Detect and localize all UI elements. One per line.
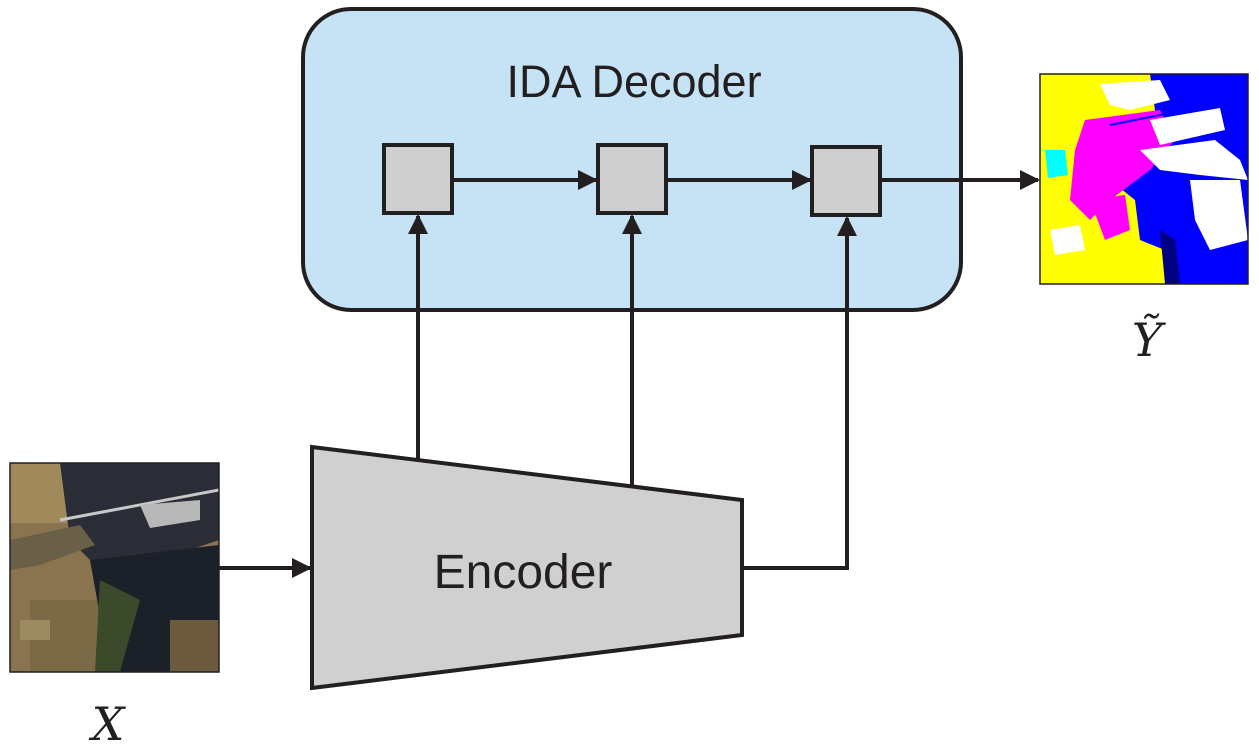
decoder-node-1 — [382, 143, 454, 215]
decoder-node-3 — [810, 145, 882, 217]
input-label: X — [89, 697, 127, 750]
encoder-title: Encoder — [434, 546, 613, 599]
skip-connection-3 — [742, 216, 857, 570]
encoder-block: Encoder — [310, 444, 744, 691]
decoder-node-2 — [596, 143, 668, 215]
segmentation-map-icon — [1040, 74, 1248, 284]
satellite-image-icon — [10, 463, 219, 672]
decoder-title: IDA Decoder — [506, 56, 761, 107]
output-label: Ỹ — [1132, 313, 1167, 367]
